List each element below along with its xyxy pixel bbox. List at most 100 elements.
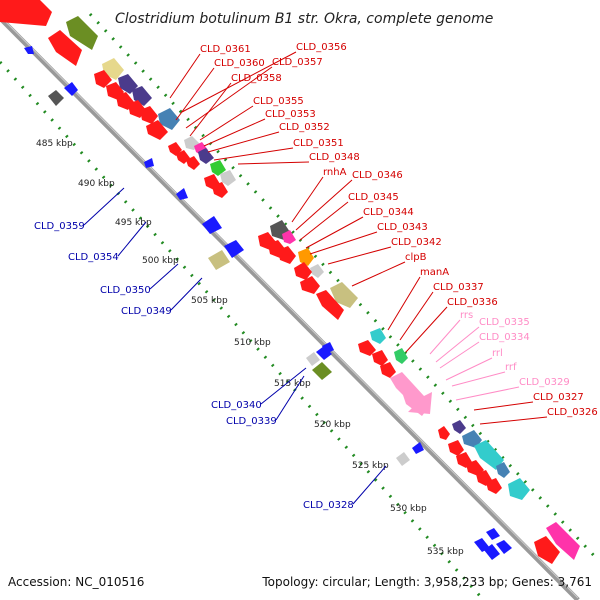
gene-arrow: [452, 420, 466, 434]
tick-label: 525 kbp: [352, 461, 389, 471]
tick-label: 515 kbp: [274, 379, 311, 389]
gene-arrow: [210, 160, 226, 176]
gene-arrow: [118, 74, 138, 94]
accession-text: Accession: NC_010516: [8, 575, 144, 589]
gene-label[interactable]: CLD_0352: [279, 122, 330, 133]
gene-label[interactable]: CLD_0328: [303, 500, 354, 511]
map-title: Clostridium botulinum B1 str. Okra, comp…: [115, 11, 493, 27]
gene-label[interactable]: CLD_0351: [293, 138, 344, 149]
label-callout-line: [351, 261, 406, 287]
label-callout-line: [181, 51, 297, 113]
gene-label[interactable]: CLD_0355: [253, 96, 304, 107]
gene-arrow: [474, 440, 504, 470]
tick-label: 505 kbp: [191, 296, 228, 306]
gene-label[interactable]: CLD_0360: [214, 58, 265, 69]
label-callout-line: [169, 53, 201, 99]
gene-label[interactable]: CLD_0348: [309, 152, 360, 163]
gene-label[interactable]: CLD_0346: [352, 170, 403, 181]
gene-arrow: [466, 460, 484, 476]
gene-label[interactable]: CLD_0336: [447, 297, 498, 308]
gene-arrow: [294, 262, 312, 280]
tick-label: 495 kbp: [115, 218, 152, 228]
gene-arrow: [508, 478, 530, 500]
gene-features: [0, 0, 580, 564]
label-callout-line: [399, 291, 434, 341]
gene-arrow: [24, 46, 34, 54]
gene-arrow: [300, 276, 320, 294]
gene-arrow: [534, 536, 560, 564]
gene-label[interactable]: clpB: [405, 252, 427, 263]
gene-arrow: [220, 170, 236, 186]
gene-label[interactable]: CLD_0359: [34, 221, 85, 232]
gene-label[interactable]: CLD_0353: [265, 109, 316, 120]
gene-arrow: [312, 362, 332, 380]
gene-label[interactable]: CLD_0329: [519, 377, 570, 388]
gene-label[interactable]: CLD_0344: [363, 207, 414, 218]
gene-label[interactable]: CLD_0335: [479, 317, 530, 328]
gene-arrow: [158, 108, 180, 130]
label-callout-line: [387, 276, 421, 331]
gene-label[interactable]: rrs: [460, 310, 473, 321]
gene-arrow: [208, 250, 230, 270]
gene-arrow: [310, 264, 324, 278]
gene-label[interactable]: CLD_0327: [533, 392, 584, 403]
gene-arrow: [438, 426, 450, 440]
gene-label[interactable]: CLD_0361: [200, 44, 251, 55]
gene-label[interactable]: CLD_0339: [226, 416, 277, 427]
label-callout-line: [185, 66, 273, 129]
gene-label[interactable]: CLD_0340: [211, 400, 262, 411]
gene-label[interactable]: CLD_0334: [479, 332, 530, 343]
gene-label[interactable]: manA: [420, 267, 449, 278]
label-callout-line: [305, 216, 364, 249]
gene-arrow: [48, 90, 64, 106]
gene-arrow: [298, 248, 314, 266]
gene-arrow: [48, 30, 82, 66]
label-callout-line: [237, 161, 310, 165]
left-label-group: CLD_0359CLD_0354CLD_0350CLD_0349CLD_0340…: [34, 187, 387, 511]
gene-label[interactable]: CLD_0354: [68, 252, 119, 263]
tick-label: 510 kbp: [234, 338, 271, 348]
gene-arrow: [370, 328, 386, 344]
gene-label[interactable]: CLD_0350: [100, 285, 151, 296]
gene-label[interactable]: rnhA: [323, 167, 347, 178]
gene-label[interactable]: CLD_0356: [296, 42, 347, 53]
gene-label[interactable]: rrl: [492, 348, 503, 359]
gene-arrow: [462, 430, 482, 448]
label-callout-line: [203, 118, 266, 147]
label-callout-line: [473, 401, 534, 411]
gene-label[interactable]: CLD_0357: [272, 57, 323, 68]
label-callout-line: [170, 277, 203, 311]
gene-arrow: [394, 348, 408, 364]
tick-label: 530 kbp: [390, 504, 427, 514]
label-callout-line: [439, 341, 480, 369]
gene-arrow: [66, 16, 98, 50]
gene-arrow: [330, 282, 358, 308]
gene-label[interactable]: CLD_0345: [348, 192, 399, 203]
gene-arrow: [484, 544, 500, 560]
gene-arrow: [64, 82, 78, 96]
gene-label[interactable]: CLD_0343: [377, 222, 428, 233]
gene-arrow: [546, 522, 580, 560]
tick-label: 500 kbp: [142, 256, 179, 266]
gene-label[interactable]: CLD_0342: [391, 237, 442, 248]
label-callout-line: [309, 231, 378, 255]
gene-label[interactable]: CLD_0349: [121, 306, 172, 317]
label-callout-line: [189, 82, 232, 137]
tick-label: 535 kbp: [427, 547, 464, 557]
gene-arrow: [176, 188, 188, 200]
gene-arrow: [396, 452, 410, 466]
gene-arrow: [358, 340, 376, 356]
label-callout-line: [405, 306, 448, 353]
label-callout-line: [352, 465, 387, 505]
gene-arrow: [316, 290, 344, 320]
gene-label[interactable]: CLD_0326: [547, 407, 598, 418]
gene-arrow: [140, 106, 158, 124]
gene-label[interactable]: CLD_0337: [433, 282, 484, 293]
gene-arrow: [372, 350, 388, 366]
label-callout-line: [295, 179, 353, 231]
label-callout-line: [83, 187, 125, 226]
gene-label[interactable]: CLD_0358: [231, 73, 282, 84]
gene-label[interactable]: rrf: [505, 362, 517, 373]
